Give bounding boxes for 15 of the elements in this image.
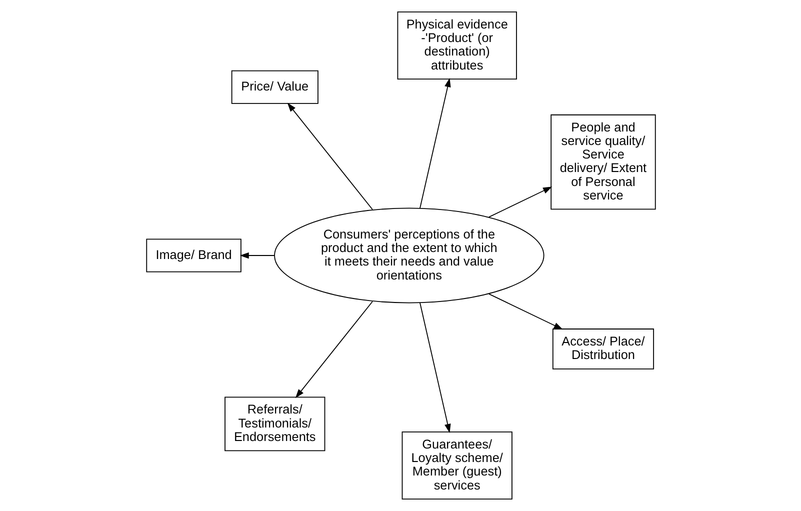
arrow: [239, 252, 274, 259]
arrow: [488, 186, 552, 218]
node-box: Price/ Value: [230, 70, 318, 104]
arrow: [419, 302, 450, 434]
arrow: [488, 293, 562, 330]
node-box: Access/ Place/ Distribution: [552, 328, 654, 370]
node-box: Guarantees/ Loyalty scheme/ Member (guest) services: [401, 431, 512, 500]
node-box: Image/ Brand: [146, 238, 241, 272]
node-box: Referrals/ Testimonials/ Endorsements: [224, 396, 325, 452]
node-box: Physical evidence -'Product' (or destination) attributes: [396, 12, 516, 80]
arrow: [419, 78, 450, 209]
arrow: [286, 102, 372, 210]
arrow: [294, 301, 372, 398]
node-ellipse: Consumers' perceptions of the product and the extent to which it meets their needs and value orientations: [274, 208, 544, 304]
node-box: People and service quality/ Service delivery/ Extent of Personal service: [550, 114, 656, 210]
